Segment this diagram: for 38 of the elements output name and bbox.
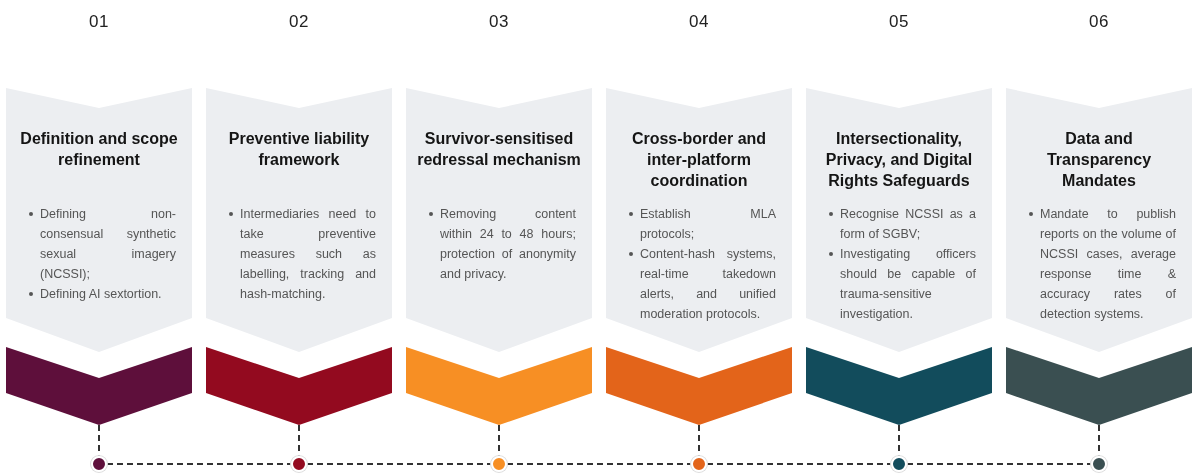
timeline-dot <box>1091 456 1107 472</box>
card-heading: Data and Transparency Mandates <box>1045 129 1153 191</box>
card-heading: Intersectionality, Privacy, and Digital Rights Safeguards <box>824 129 974 191</box>
timeline-dot <box>291 456 307 472</box>
step-number: 03 <box>488 12 510 32</box>
chevron-band <box>406 347 592 425</box>
bullet-text: Mandate to publish reports on the volume of NCSSI cases, average response time & accuracy rates of detection systems. <box>1026 204 1176 324</box>
bullet-text: Establish MLA protocols; <box>626 204 776 244</box>
bullet-text: Removing content within 24 to 48 hours; protection of anonymity and privacy. <box>426 204 576 284</box>
chevron-band <box>1006 347 1192 425</box>
chevron-band <box>6 347 192 425</box>
step-number: 06 <box>1088 12 1110 32</box>
bullet-text: Intermediaries need to take preventive measures such as labelling, tracking and hash-matching. <box>226 204 376 304</box>
dashed-connector <box>506 463 692 465</box>
step-number: 05 <box>888 12 910 32</box>
card-heading: Preventive liability framework <box>227 129 371 170</box>
timeline-dot <box>91 456 107 472</box>
chevron-band <box>606 347 792 425</box>
bullet-text: Defining AI sextortion. <box>26 284 176 304</box>
bullet-text: Investigating officers should be capable of trauma-sensitive investigation. <box>826 244 976 324</box>
step-number: 02 <box>288 12 310 32</box>
timeline-dot <box>491 456 507 472</box>
step-number: 04 <box>688 12 710 32</box>
timeline-dot <box>891 456 907 472</box>
step-number: 01 <box>88 12 110 32</box>
bullet-text: Content-hash systems, real-time takedown alerts, and unified moderation protocols. <box>626 244 776 324</box>
bullet-text: Defining non-consensual synthetic sexual imagery (NCSSI); <box>26 204 176 284</box>
card-heading: Definition and scope refinement <box>19 129 179 170</box>
card-heading: Cross-border and inter-platform coordination <box>630 129 768 191</box>
bullet-text: Recognise NCSSI as a form of SGBV; <box>826 204 976 244</box>
timeline-dot <box>691 456 707 472</box>
dashed-connector <box>106 463 292 465</box>
chevron-band <box>806 347 992 425</box>
dashed-connector <box>706 463 892 465</box>
dashed-connector <box>906 463 1092 465</box>
chevron-band <box>206 347 392 425</box>
card-heading: Survivor-sensitised redressal mechanism <box>416 129 582 170</box>
dashed-connector <box>306 463 492 465</box>
